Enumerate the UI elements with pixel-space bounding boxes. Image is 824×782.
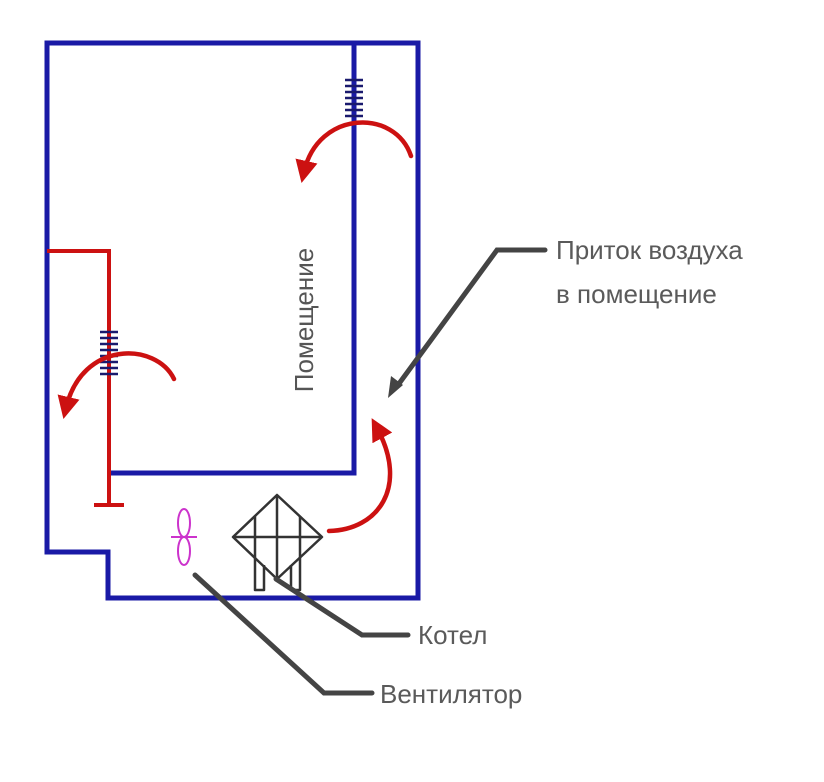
room-partition bbox=[109, 43, 357, 476]
interior-door bbox=[47, 249, 124, 507]
vent-grille-icon bbox=[345, 78, 363, 118]
boiler-pointer bbox=[273, 576, 411, 638]
boiler-label: Котел bbox=[418, 620, 487, 650]
air-flow-arrow-icon bbox=[326, 418, 393, 534]
door-leaf bbox=[47, 249, 111, 505]
air-inflow-pointer-head bbox=[388, 376, 403, 398]
air-flow-arrows bbox=[57, 120, 414, 534]
air-inflow-label-line1: Приток воздуха bbox=[556, 235, 743, 265]
fan-pointer bbox=[192, 572, 375, 696]
fan-label: Вентилятор bbox=[380, 679, 522, 709]
boiler-icon bbox=[231, 493, 324, 592]
room-label: Помещение bbox=[289, 248, 319, 392]
air-flow-arrow-icon bbox=[295, 120, 414, 183]
air-flow-arrow-icon bbox=[57, 351, 177, 419]
vent-grille-icon bbox=[100, 330, 118, 376]
pointer-lines bbox=[192, 247, 548, 696]
air-inflow-pointer bbox=[395, 247, 548, 388]
outer-walls bbox=[44, 40, 421, 601]
air-inflow-label-line2: в помещение bbox=[556, 279, 717, 309]
pointer-arrowheads bbox=[388, 376, 403, 398]
outer-wall-outline bbox=[44, 40, 421, 601]
fan-icon bbox=[171, 508, 197, 566]
room-partition-wall bbox=[109, 43, 357, 476]
